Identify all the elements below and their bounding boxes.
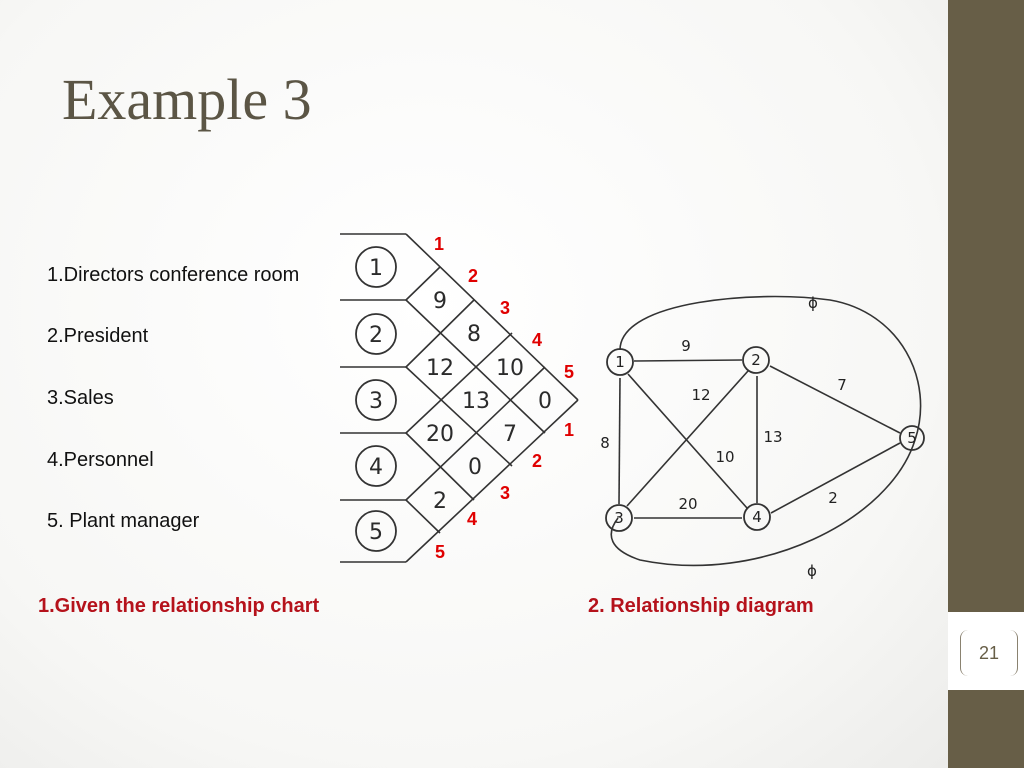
diagram-node-label: 1 [615,353,625,371]
rank-label: 5 [564,362,574,382]
chart-cell-3-4: 10 [496,356,524,381]
diagram-nodes [605,346,925,532]
department-3: 3.Sales [47,387,114,409]
edge-1-3 [618,377,621,505]
edge-2-5 [769,365,901,434]
page-number-frame: 21 [960,630,1018,676]
edge-weight-1-2: 9 [681,337,691,355]
chart-dept-label: 1 [369,256,383,281]
relationship-diagram [605,295,925,567]
chart-cell-1-4: 20 [426,422,454,447]
rank-label: 4 [532,330,542,350]
caption-relationship-chart: 1.Given the relationship chart [38,595,320,617]
chart-cell-1-5: 0 [468,455,482,480]
rank-label: 1 [434,234,444,254]
chart-cell-2-4: 13 [462,389,490,414]
figure-canvas: 1 2 3 4 5 9 8 12 10 13 0 20 7 0 2 1 2 3 … [340,233,925,580]
phi-label-top: ϕ [808,294,818,312]
phi-label-bottom: ϕ [807,562,817,580]
diagram-node-label: 4 [752,508,762,526]
slide-title: Example 3 [62,67,312,132]
chart-dept-label: 2 [369,323,383,348]
edge-weight-1-3: 8 [600,434,610,452]
edge-weight-1-4: 10 [715,448,734,466]
edge-1-2 [633,359,743,362]
chart-dept-label: 5 [369,520,383,545]
chart-cell-2-3: 8 [467,322,481,347]
department-5: 5. Plant manager [47,510,200,532]
edge-weight-3-4: 20 [678,495,697,513]
rank-label: 2 [532,451,542,471]
chart-frame-lines [340,233,579,563]
rank-label: 3 [500,298,510,318]
chart-cell-2-5: 7 [503,422,517,447]
chart-cell-4-5: 0 [538,389,552,414]
edge-weight-2-5: 7 [837,376,847,394]
chart-cell-3-5: 2 [433,489,447,514]
department-4: 4.Personnel [47,449,154,471]
edge-4-5 [770,442,901,514]
chart-cell-1-2: 9 [433,289,447,314]
edge-1-4 [627,373,748,509]
rank-label: 4 [467,509,477,529]
rank-label: 1 [564,420,574,440]
chart-dept-circles [355,246,397,552]
page-number: 21 [978,642,1000,663]
edge-weight-3-2: 12 [691,386,710,404]
chart-cell-1-3: 12 [426,356,454,381]
chart-dept-label: 4 [369,455,383,480]
relationship-chart [340,233,579,563]
chart-dept-label: 3 [369,389,383,414]
diagram-node-label: 5 [907,429,917,447]
edge-3-2 [626,370,749,507]
diagram-node-label: 2 [751,351,761,369]
diagram-node-label: 3 [614,509,624,527]
department-2: 2.President [47,325,149,347]
caption-relationship-diagram: 2. Relationship diagram [588,595,814,617]
rank-label: 3 [500,483,510,503]
edge-weight-4-5: 2 [828,489,838,507]
edge-weight-2-4: 13 [763,428,782,446]
rank-label: 5 [435,542,445,562]
slide-background [0,0,948,768]
rank-label: 2 [468,266,478,286]
department-1: 1.Directors conference room [47,264,300,286]
